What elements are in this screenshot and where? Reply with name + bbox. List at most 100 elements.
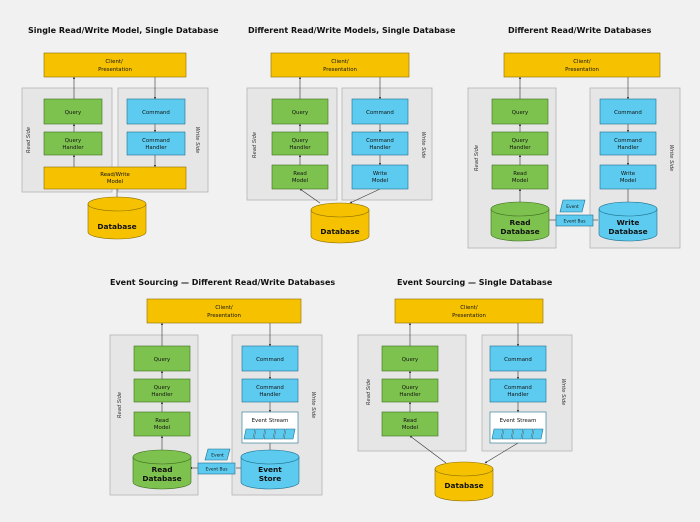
database-label: Database xyxy=(97,222,136,231)
database-label: Database xyxy=(444,481,483,490)
client-label: Client/Presentation xyxy=(565,59,599,73)
read-write-model-box xyxy=(43,166,187,190)
database-cylinder: Database xyxy=(434,461,494,502)
event-parallelogram xyxy=(204,448,231,461)
read-side-label: Read Side xyxy=(474,145,480,171)
query-label: Query xyxy=(65,110,82,116)
command-handler-box xyxy=(489,378,547,403)
client-label: Client/Presentation xyxy=(323,59,357,73)
client-presentation-box xyxy=(270,52,410,78)
write-side-label: Write Side xyxy=(668,145,674,172)
command-handler-box xyxy=(351,131,409,156)
command-box xyxy=(241,345,299,372)
client-presentation-box xyxy=(43,52,187,78)
command-label: Command xyxy=(366,110,394,116)
read-side-label: Read Side xyxy=(252,132,258,158)
command-box xyxy=(351,98,409,125)
write-side-label: Write Side xyxy=(194,127,200,154)
write-side-label: Write Side xyxy=(310,392,316,419)
read-side-label: Read Side xyxy=(117,392,123,418)
read-side-label: Read Side xyxy=(26,127,32,153)
diagram-different-databases: Different Read/Write Databases Read Side… xyxy=(467,26,681,249)
event-stream-label: Event Stream xyxy=(252,418,289,424)
query-box xyxy=(43,98,103,125)
event-bus-label: Event Bus xyxy=(205,467,228,473)
read-model-box xyxy=(133,411,191,437)
command-box xyxy=(489,345,547,372)
client-presentation-box xyxy=(146,298,302,324)
query-handler-box xyxy=(381,378,439,403)
database-cylinder: Database xyxy=(87,196,147,240)
database-cylinder: Database xyxy=(310,202,370,244)
command-handler-box xyxy=(599,131,657,156)
query-label: Query xyxy=(292,110,309,116)
query-box xyxy=(271,98,329,125)
client-line-1: Client/ xyxy=(105,59,123,65)
read-model-box xyxy=(271,164,329,190)
event-label: Event xyxy=(211,453,224,459)
command-box xyxy=(599,98,657,125)
event-bus-label: Event Bus xyxy=(563,219,586,225)
query-box xyxy=(491,98,549,125)
database-label: Database xyxy=(320,227,359,236)
diagram-title: Event Sourcing — Different Read/Write Da… xyxy=(110,278,335,287)
diagram-different-models-single-db: Different Read/Write Models, Single Data… xyxy=(246,26,456,244)
event-label: Event xyxy=(566,204,579,210)
event-stream-box: Event Stream xyxy=(489,411,547,444)
event-stream-box: Event Stream xyxy=(241,411,299,444)
write-side-label: Write Side xyxy=(420,132,426,159)
write-model-box xyxy=(599,164,657,190)
query-label: Query xyxy=(512,110,529,116)
event-bus-box xyxy=(555,214,594,227)
command-label: Command xyxy=(504,357,532,363)
client-line-2: Presentation xyxy=(98,67,132,73)
diagram-event-sourcing-different-dbs: Event Sourcing — Different Read/Write Da… xyxy=(109,278,335,496)
command-label: Command xyxy=(256,357,284,363)
write-model-box xyxy=(351,164,409,190)
diagram-title: Single Read/Write Model, Single Database xyxy=(28,26,219,35)
command-label: Command xyxy=(614,110,642,116)
query-box xyxy=(381,345,439,372)
diagram-single-model-single-db: Single Read/Write Model, Single Database… xyxy=(21,26,219,240)
client-label: Client/Presentation xyxy=(207,305,241,319)
diagram-title: Event Sourcing — Single Database xyxy=(397,278,553,287)
query-label: Query xyxy=(402,357,419,363)
event-stream-cells xyxy=(243,428,296,440)
query-handler-box xyxy=(271,131,329,156)
client-label: Client/Presentation xyxy=(452,305,486,319)
client-presentation-box xyxy=(394,298,544,324)
event-stream-cells xyxy=(491,428,544,440)
read-side-label: Read Side xyxy=(366,379,372,405)
read-model-box xyxy=(381,411,439,437)
event-parallelogram xyxy=(559,199,586,213)
command-label: Command xyxy=(142,110,170,116)
client-presentation-box xyxy=(503,52,661,78)
query-box xyxy=(133,345,191,372)
write-side-label: Write Side xyxy=(560,379,566,406)
event-stream-label: Event Stream xyxy=(500,418,537,424)
